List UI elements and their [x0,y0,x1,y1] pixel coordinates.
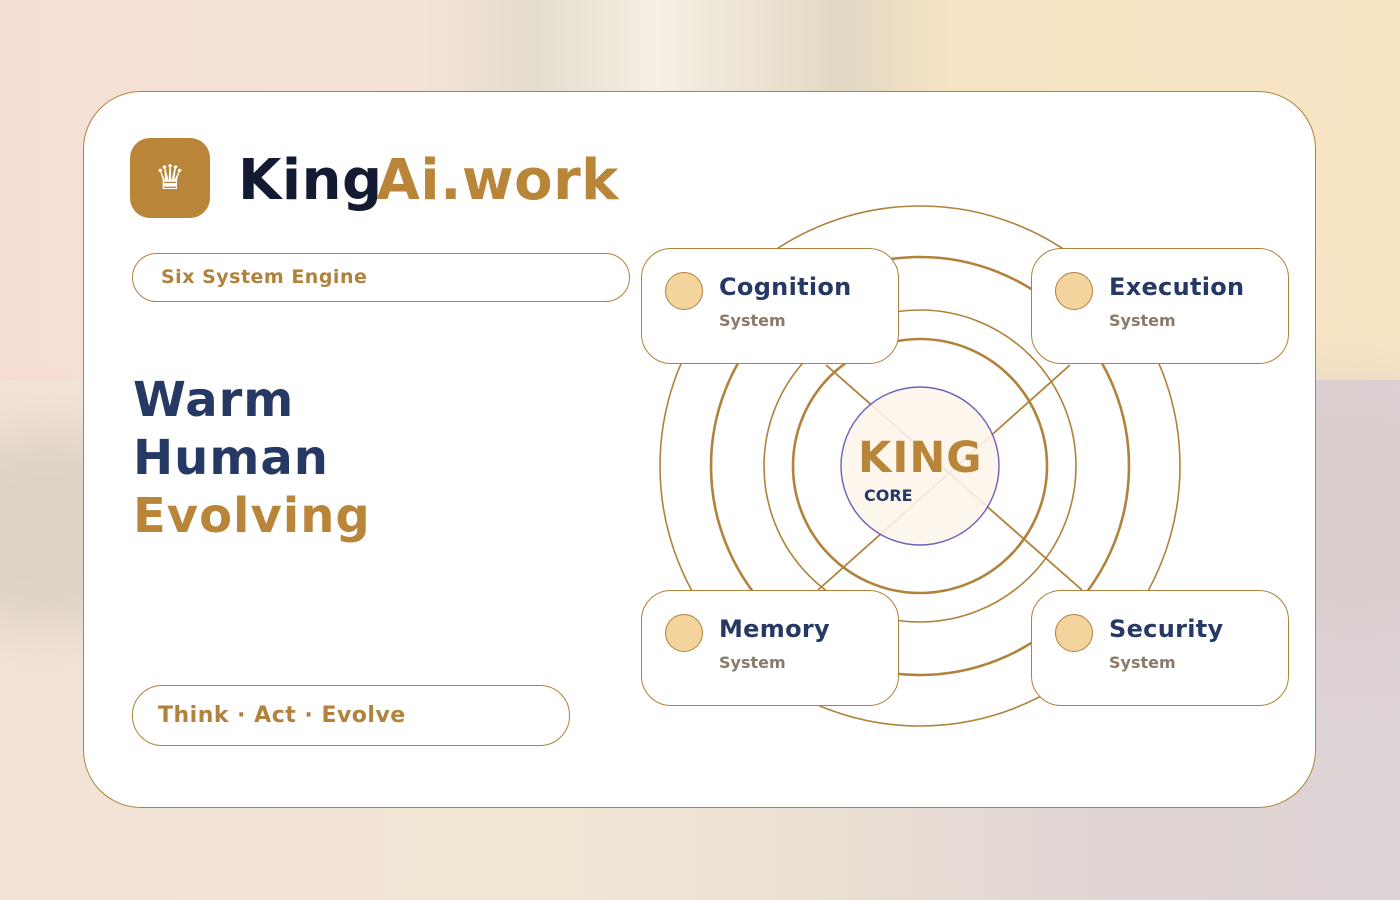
motto-pill-label: Think · Act · Evolve [158,703,406,728]
system-dot [665,272,703,310]
system-name: Cognition [719,273,852,301]
brand-name-part1: King [238,148,383,213]
system-node-cognition: Cognition System [641,248,899,364]
system-dot [665,614,703,652]
tagline-line-1: Warm [133,372,295,428]
system-name: Security [1109,615,1224,643]
engine-pill: Six System Engine [132,253,630,302]
tagline-line-2: Human [133,430,329,486]
ring-3 [763,309,1077,623]
system-node-security: Security System [1031,590,1289,706]
ring-4 [791,337,1049,595]
system-sub: System [1109,653,1176,672]
brand-name-part2: Ai.work [376,148,619,213]
system-dot [1055,614,1093,652]
system-sub: System [719,653,786,672]
system-node-memory: Memory System [641,590,899,706]
crown-icon: ♛ [154,158,186,198]
system-sub: System [1109,311,1176,330]
core-title: KING [858,433,983,483]
system-name: Memory [719,615,830,643]
core-circle [840,386,1000,546]
system-node-execution: Execution System [1031,248,1289,364]
engine-pill-label: Six System Engine [161,266,368,288]
ring-2 [709,255,1131,677]
core-subtitle: CORE [864,486,913,505]
system-sub: System [719,311,786,330]
ring-outer [659,205,1181,727]
motto-pill: Think · Act · Evolve [132,685,570,746]
system-dot [1055,272,1093,310]
logo-tile: ♛ [130,138,210,218]
tagline-line-3: Evolving [133,488,371,544]
system-name: Execution [1109,273,1245,301]
brand-name: KingAi.work [238,146,619,216]
